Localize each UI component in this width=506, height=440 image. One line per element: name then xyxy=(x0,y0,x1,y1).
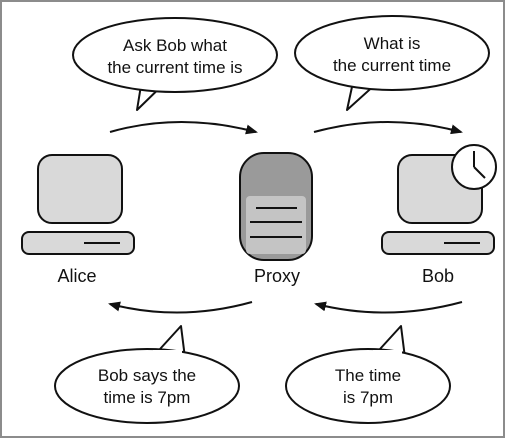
bubble-proxy-to-bob: What is the current time xyxy=(294,15,490,111)
alice-label: Alice xyxy=(57,266,96,286)
arrow-alice-to-proxy xyxy=(109,121,258,135)
arrow-bob-to-proxy xyxy=(314,301,463,314)
bubble-proxy-to-bob-line1: What is xyxy=(364,34,421,53)
bubble-bob-to-proxy-line2: is 7pm xyxy=(343,388,393,407)
bubble-alice-to-proxy-line1: Ask Bob what xyxy=(123,36,227,55)
bubble-proxy-to-alice-line2: time is 7pm xyxy=(104,388,191,407)
clock-icon xyxy=(451,144,497,190)
alice-computer-icon xyxy=(21,154,135,255)
bubble-proxy-to-bob-line2: the current time xyxy=(333,56,451,75)
bubble-bob-to-proxy: The time is 7pm xyxy=(285,325,451,424)
bubble-bob-to-proxy-line1: The time xyxy=(335,366,401,385)
bob-label: Bob xyxy=(422,266,454,286)
bubble-alice-to-proxy-line2: the current time is xyxy=(107,58,242,77)
arrow-proxy-to-alice xyxy=(108,301,253,314)
proxy-label: Proxy xyxy=(254,266,300,286)
bubble-proxy-to-alice: Bob says the time is 7pm xyxy=(54,325,240,424)
proxy-server-icon xyxy=(239,152,313,261)
bubble-alice-to-proxy: Ask Bob what the current time is xyxy=(72,17,278,111)
bubble-proxy-to-alice-line1: Bob says the xyxy=(98,366,196,385)
arrow-proxy-to-bob xyxy=(313,121,463,135)
